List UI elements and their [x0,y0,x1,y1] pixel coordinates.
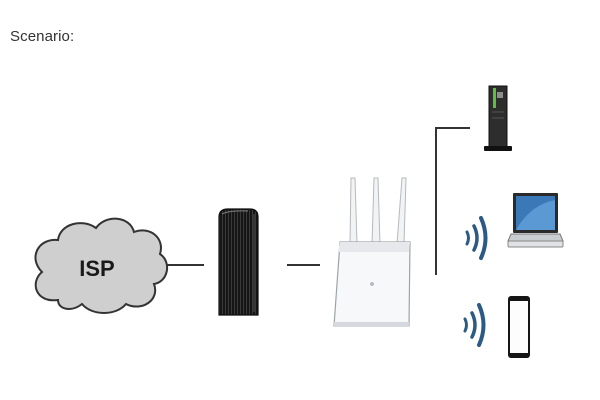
modem-icon [218,208,259,316]
wifi-signal-icon [465,216,488,260]
tower-server-icon [484,85,512,151]
isp-label: ISP [79,256,114,281]
wifi-signal-icon [463,303,486,347]
router-server-link [435,127,470,275]
page-heading: Scenario: [10,28,75,45]
laptop-icon [507,193,564,248]
smartphone-icon [508,296,530,358]
isp-cloud-icon [34,217,169,314]
wireless-router-icon [333,177,411,327]
